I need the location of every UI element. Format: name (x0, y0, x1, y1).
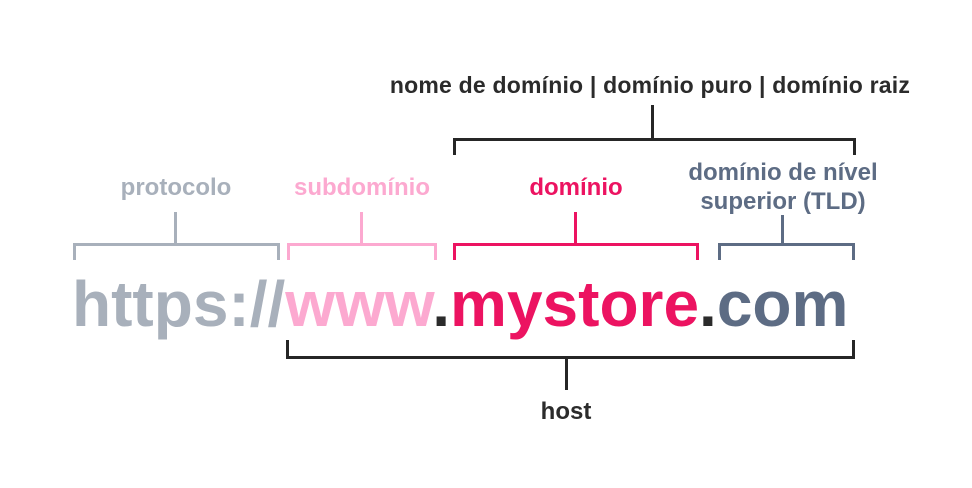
subdomain-label: subdomínio (294, 174, 430, 201)
domain-label: domínio (529, 174, 623, 201)
url-dot-separator-2: . (699, 268, 717, 340)
url-domain-text: mystore (450, 268, 700, 340)
subdomain-stem-line (360, 212, 363, 243)
url-text: https://www.mystore.com (72, 272, 848, 336)
host-label: host (540, 398, 592, 425)
tld-bracket (718, 243, 855, 260)
url-tld-text: com (716, 268, 849, 340)
domain-bracket (453, 243, 699, 260)
tld-label-line1: domínio de nível (688, 159, 878, 186)
protocol-bracket (73, 243, 280, 260)
domain-name-group-label: nome de domínio | domínio puro | domínio… (389, 72, 911, 98)
url-dot-separator-1: . (432, 268, 451, 340)
url-subdomain-text: www (285, 268, 433, 340)
tld-label-line2: superior (TLD) (700, 188, 866, 215)
tld-label: domínio de nível superior (TLD) (673, 158, 893, 216)
domain-name-group-bracket (453, 138, 856, 155)
domain-name-group-stem-line (651, 105, 654, 138)
protocol-label: protocolo (120, 174, 232, 201)
url-protocol-text: https:// (72, 268, 286, 340)
tld-stem-line (781, 215, 784, 243)
domain-stem-line (574, 212, 577, 243)
host-stem-line (565, 359, 568, 390)
host-bracket (286, 340, 855, 359)
subdomain-bracket (287, 243, 437, 260)
protocol-stem-line (174, 212, 177, 243)
